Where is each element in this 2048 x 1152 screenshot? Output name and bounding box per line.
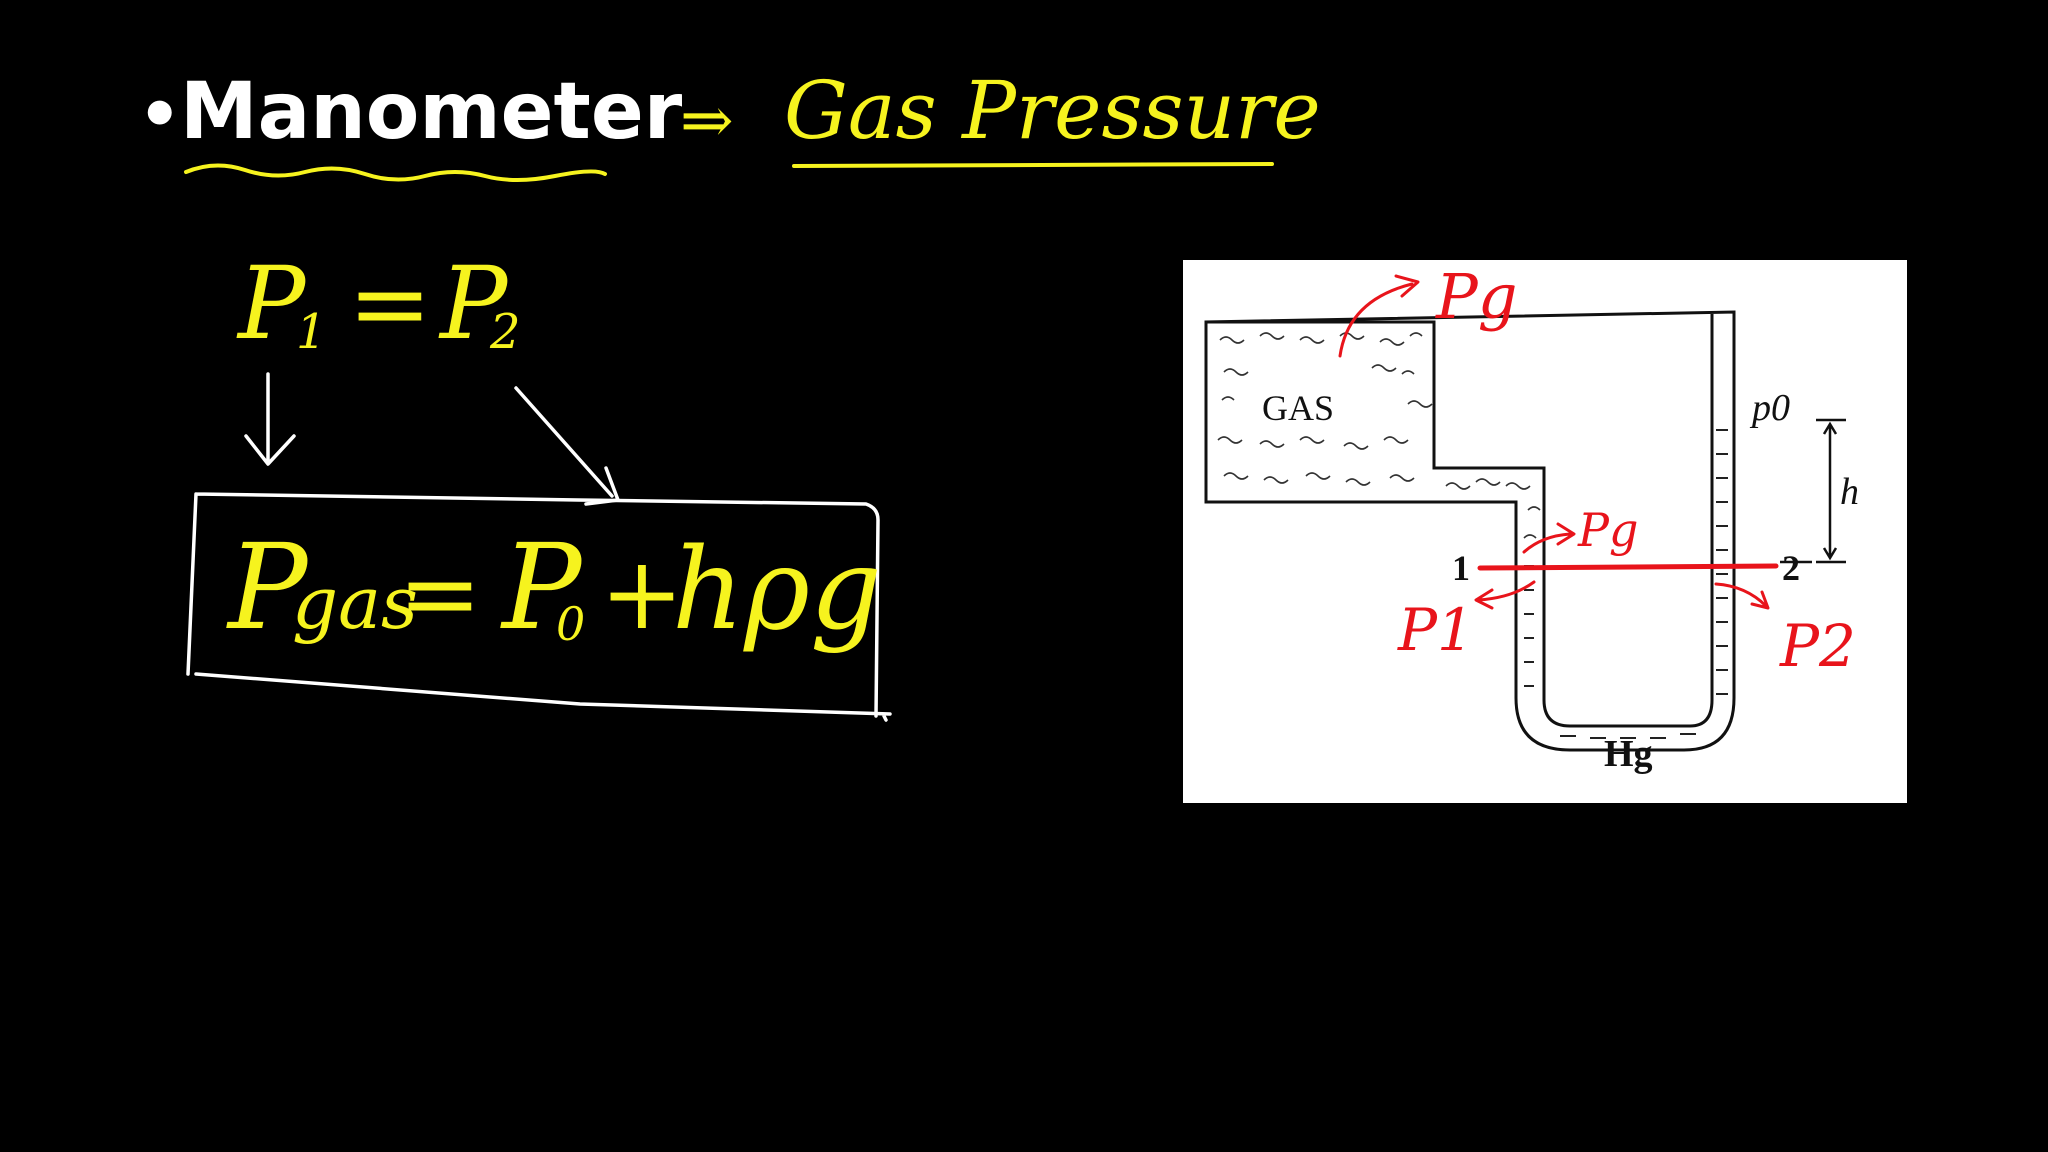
p1-annotation: P1 (1397, 596, 1474, 664)
p2-letter: P (438, 245, 509, 362)
p0-label: p0 (1749, 387, 1790, 429)
boxed-hpg: hρg (672, 525, 882, 655)
implies-arrow: ⇒ (680, 84, 734, 158)
diagonal-arrow-right (514, 386, 620, 506)
red-arrow-to-p2 (1714, 582, 1770, 610)
down-arrow-left (244, 372, 296, 466)
gas-texture (1217, 332, 1541, 539)
boxed-p0: P (500, 518, 584, 656)
pg-top-label: Pg (1435, 260, 1517, 333)
gas-container (1204, 310, 1736, 752)
red-arrow-to-p1 (1474, 580, 1536, 610)
title-wavy-underline (184, 163, 607, 182)
point-2-label: 2 (1782, 548, 1800, 588)
p2-subscript: 2 (489, 304, 521, 360)
gas-label: GAS (1262, 388, 1334, 428)
boxed-plus: + (600, 535, 684, 652)
title-bullet: • (138, 76, 181, 155)
p1-letter: P (236, 245, 307, 362)
boxed-p0-subscript: 0 (556, 597, 585, 651)
p2-annotation: P2 (1779, 612, 1856, 680)
subtitle-underline (792, 162, 1274, 168)
h-label: h (1840, 471, 1859, 513)
boxed-p: P (226, 518, 310, 656)
red-arrow-to-pg-top (1338, 274, 1420, 358)
p1-subscript: 1 (296, 304, 327, 360)
manometer-diagram: GAS Hg p0 h 1 2 Pg Pg P1 P2 (1183, 260, 1907, 803)
gas-pressure-subtitle: Gas Pressure (784, 64, 1321, 157)
point-1-label: 1 (1452, 548, 1470, 588)
boxed-gas: gas (292, 561, 418, 645)
boxed-equation: P gas = P 0 + hρg (226, 518, 882, 656)
red-level-line (1477, 563, 1779, 571)
equation-p1-p2: P 1 = P 2 (236, 245, 521, 362)
boxed-equals: = (398, 535, 482, 652)
red-arrow-to-pg-mid (1522, 522, 1576, 554)
result-box (186, 492, 892, 722)
slide-title: Manometer (180, 67, 683, 157)
equals-sign: = (348, 245, 432, 362)
height-dimension (1780, 418, 1846, 564)
mercury-label: Hg (1604, 733, 1653, 775)
pg-mid-label: Pg (1577, 503, 1638, 557)
